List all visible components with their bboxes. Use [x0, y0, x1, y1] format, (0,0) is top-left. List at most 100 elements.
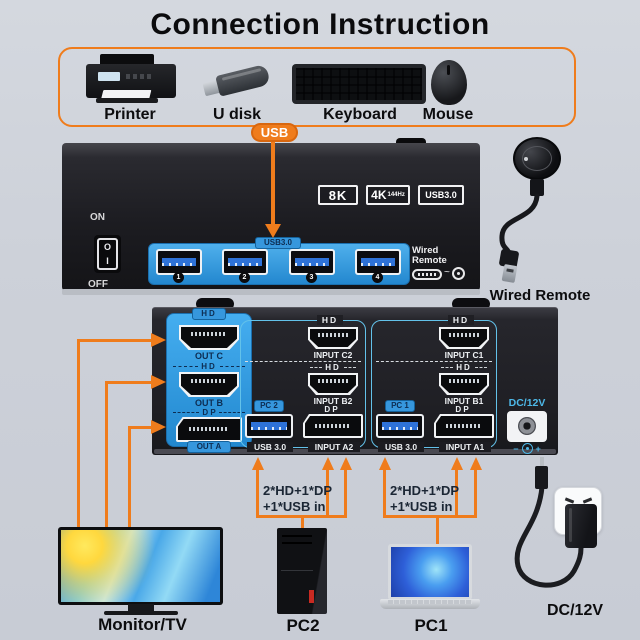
pc2-dashed-separator — [245, 361, 361, 362]
pc1-line-2 — [455, 469, 458, 518]
monitor-line-2-vertical — [105, 381, 108, 530]
dash-right — [474, 367, 487, 368]
usb-port-number-1: 1 — [173, 272, 184, 283]
dc-plug-body — [535, 466, 548, 489]
usb-flow-badge: USB — [251, 123, 298, 142]
dp-input-a2-inner — [305, 416, 361, 436]
hdmi-input-b1-pins — [449, 378, 479, 383]
pc2-usb-port — [245, 414, 293, 438]
usb-flow-line — [271, 140, 275, 226]
pc1-line-bus — [383, 515, 477, 518]
front-panel-bottom-edge — [62, 289, 480, 295]
pc2-line-3 — [344, 469, 347, 518]
hdmi-out-c-port — [179, 325, 239, 350]
power-label: DC/12V — [546, 602, 604, 619]
dp-out-a-inner — [178, 419, 240, 440]
printer-buttons — [126, 74, 152, 79]
out-group-hd-tab: HD — [192, 308, 226, 320]
monitor-label: Monitor/TV — [98, 615, 187, 634]
monitor-screen — [61, 530, 220, 602]
out-group-dp-row: D P — [173, 407, 245, 417]
dash-left — [310, 367, 323, 368]
pc1-group-outline — [371, 320, 497, 448]
hdmi-input-b2-port — [308, 373, 358, 395]
polarity-circle-icon — [521, 443, 533, 454]
hdmi-input-b1-inner — [441, 375, 487, 393]
dp-input-a1-inner — [436, 416, 492, 436]
dash-left — [173, 365, 199, 367]
out-group-hd-mid: HD — [201, 361, 217, 371]
usb-port-3 — [289, 249, 335, 275]
polarity-dot — [525, 447, 529, 450]
printer-icon — [86, 54, 176, 106]
pc1-usb-label: USB 3.0 — [378, 442, 424, 452]
badge-144hz-text: 144Hz — [387, 192, 405, 198]
pc2-panel-seam — [281, 570, 313, 571]
mouse-scroll-wheel — [447, 65, 450, 75]
hdmi-input-b1-port — [439, 373, 489, 395]
wired-remote-button — [513, 137, 561, 180]
pc1-line-1 — [383, 469, 386, 518]
monitor-line-1-horizontal — [77, 339, 153, 342]
dc-jack-barrel — [518, 417, 536, 435]
polarity-minus: − — [513, 443, 519, 454]
power-off-label: OFF — [88, 279, 108, 290]
pc1-hd-mid-label: HD — [456, 363, 472, 372]
dp-input-a2-pins — [315, 423, 351, 428]
wired-remote-button-ring — [522, 146, 552, 171]
mouse-icon — [431, 60, 467, 105]
dc-port-label: DC/12V — [508, 397, 546, 409]
pc2-drive-slot-2 — [282, 542, 312, 544]
pc2-arrow-1 — [252, 457, 264, 470]
monitor-stand — [128, 604, 154, 612]
pc1-tab: PC 1 — [385, 400, 415, 412]
dc-plug-pin — [540, 457, 544, 468]
pc1-note-line2: +1*USB in — [390, 499, 453, 514]
pc1-line-3 — [474, 469, 477, 518]
input-b1-label: INPUT B1 — [444, 396, 484, 406]
remote-jack-icon — [452, 267, 465, 280]
out-group-hd-mid-row: HD — [173, 361, 245, 371]
pc2-hd-mid-label: HD — [325, 363, 341, 372]
hdmi-out-c-inner — [181, 327, 237, 348]
hdmi-out-b-inner — [181, 374, 237, 395]
adapter-highlight — [569, 508, 572, 542]
dc-polarity: − + — [500, 443, 554, 454]
keyboard-label: Keyboard — [323, 106, 397, 123]
pc2-dp-label: D P — [324, 405, 338, 414]
out-a-tab: OUT A — [187, 441, 231, 453]
hdmi-input-c1-inner — [441, 329, 487, 347]
pc1-usb-port — [376, 414, 424, 438]
pc2-line-1 — [256, 469, 259, 518]
pc2-arrow-3 — [340, 457, 352, 470]
badge-4k144: 4K 144Hz — [366, 185, 410, 205]
pc2-drive-slot-1 — [282, 535, 312, 537]
hdmi-out-c-pins — [191, 331, 227, 336]
wired-remote-label-line1: Wired — [412, 245, 439, 256]
keyboard-icon — [292, 64, 426, 104]
remote-port-icon — [412, 269, 442, 280]
monitor-line-1-vertical — [77, 339, 80, 530]
printer-tray — [96, 98, 158, 103]
pc1-laptop-screen — [391, 547, 469, 597]
hdmi-input-c2-pins — [318, 332, 348, 337]
pc1-laptop-icon — [388, 544, 472, 600]
pc2-red-accent — [309, 590, 314, 603]
hdmi-input-c1-pins — [449, 332, 479, 337]
dash-right — [218, 411, 245, 413]
pc2-line-drop — [301, 517, 304, 530]
input-c2-label: INPUT C2 — [313, 350, 353, 360]
pc1-laptop-keyboard — [388, 600, 472, 604]
power-switch: O I — [94, 235, 121, 273]
input-c1-label: INPUT C1 — [444, 350, 484, 360]
hdmi-input-b2-pins — [318, 378, 348, 383]
badge-4k-text: 4K — [371, 188, 387, 202]
monitor-line-1-arrowhead — [151, 333, 166, 347]
out-b-label: OUT B — [195, 398, 223, 408]
power-switch-rocker: O I — [97, 238, 118, 270]
pc1-arrow-3 — [470, 457, 482, 470]
switch-o-mark: O — [103, 242, 111, 252]
outlet-slot-left — [564, 497, 575, 504]
hdmi-input-b2-inner — [310, 375, 356, 393]
